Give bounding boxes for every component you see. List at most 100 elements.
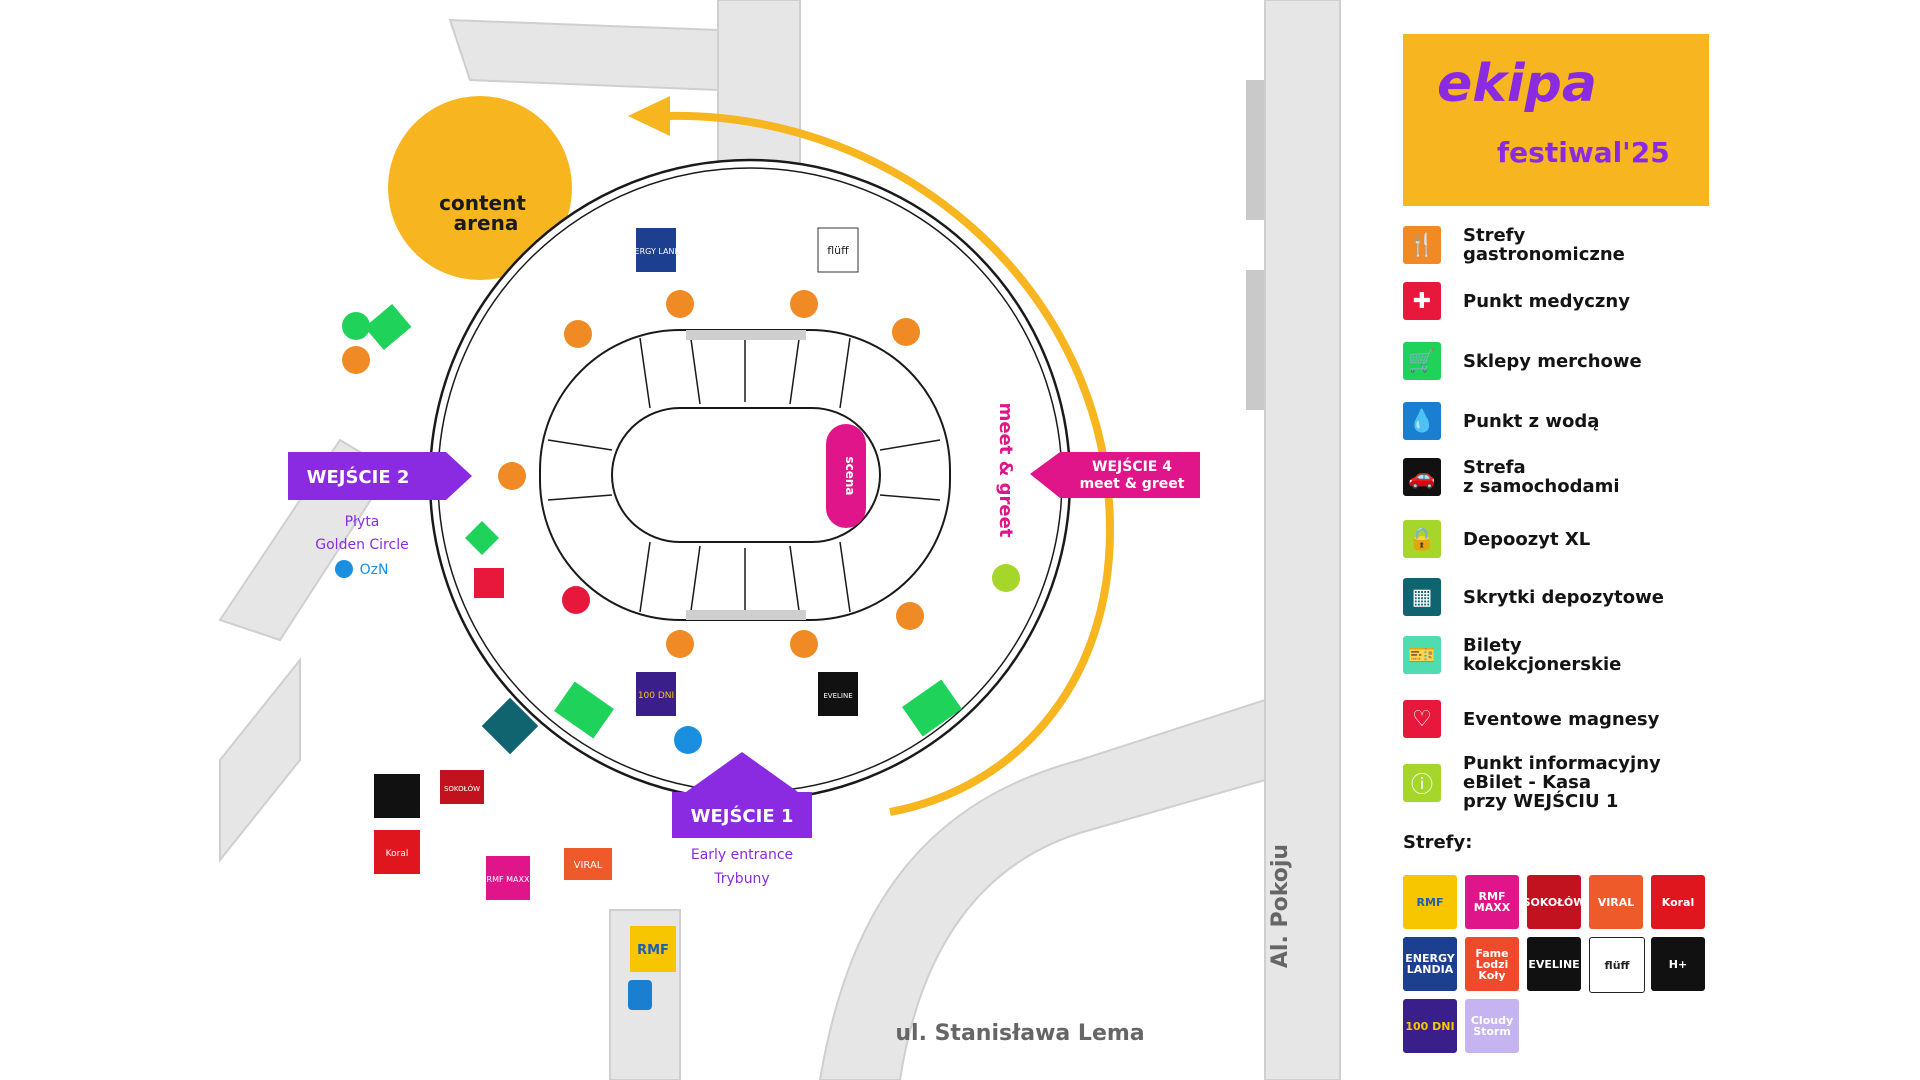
- stand-bar-bottom: [686, 610, 806, 620]
- eveline-zone[interactable]: [818, 672, 858, 716]
- gate-2-sub-plyta: Płyta: [345, 514, 380, 530]
- heart-icon: ♡: [1403, 700, 1441, 738]
- legend-item: ✚Punkt medyczny: [1403, 282, 1630, 320]
- brand-tile[interactable]: flüff: [1589, 937, 1645, 993]
- gate-4-label-2: meet & greet: [1080, 476, 1185, 492]
- rmfmaxx-zone-label: RMF MAXX: [487, 875, 530, 884]
- ekipa-festiwal-logo: ekipa festiwal'25: [1403, 34, 1709, 206]
- medical-marker[interactable]: [562, 586, 590, 614]
- gate-1-box: [672, 792, 812, 838]
- food-icon[interactable]: [896, 602, 924, 630]
- energylandia-zone[interactable]: [636, 228, 676, 272]
- koral-zone-label: Koral: [386, 849, 409, 859]
- gate-2-sign[interactable]: [288, 452, 472, 500]
- food-icon[interactable]: [790, 630, 818, 658]
- legend-label: Punkt z wodą: [1463, 410, 1600, 432]
- food-icon[interactable]: [790, 290, 818, 318]
- gate-2-sub-golden: Golden Circle: [315, 537, 408, 553]
- viral-zone-label: VIRAL: [574, 860, 603, 871]
- brand-tile[interactable]: SOKOŁÓW: [1523, 875, 1585, 929]
- ticket-marker[interactable]: [465, 521, 499, 555]
- meet-greet-label: meet & greet: [995, 403, 1016, 538]
- deposit-xl-marker[interactable]: [992, 564, 1020, 592]
- brand-tile[interactable]: RMF MAXX: [1465, 875, 1519, 929]
- parking-bay: [1246, 270, 1264, 410]
- legend-label: Bilety kolekcjonerskie: [1463, 635, 1622, 675]
- route-arrowhead: [628, 96, 670, 136]
- water-marker[interactable]: [628, 980, 652, 1010]
- food-icon[interactable]: [666, 630, 694, 658]
- car-zone[interactable]: [374, 774, 420, 818]
- brand-tile[interactable]: Koral: [1651, 875, 1705, 929]
- water-drop-icon: 💧: [1403, 402, 1441, 440]
- brand-tile[interactable]: VIRAL: [1589, 875, 1643, 929]
- brand-tile[interactable]: H+: [1651, 937, 1705, 991]
- legend-item: ♡Eventowe magnesy: [1403, 700, 1659, 738]
- legend-label: Strefa z samochodami: [1463, 457, 1620, 497]
- street-pokoju: Al. Pokoju: [1268, 844, 1293, 968]
- food-icon[interactable]: [498, 462, 526, 490]
- gate-2-label: WEJŚCIE 2: [307, 466, 410, 488]
- food-icon[interactable]: [564, 320, 592, 348]
- gate-1-label: WEJŚCIE 1: [691, 805, 794, 827]
- info-marker[interactable]: [674, 726, 702, 754]
- rmfmaxx-zone[interactable]: [486, 856, 530, 900]
- car-icon: 🚗: [1403, 458, 1441, 496]
- gate-2-sub-ozn: OzN: [360, 562, 389, 578]
- legend-label: Sklepy merchowe: [1463, 350, 1642, 372]
- merch-zone[interactable]: [364, 303, 412, 351]
- brand-tile[interactable]: EVELINE: [1527, 937, 1581, 991]
- brand-tile[interactable]: Fame Lodzi Koły: [1465, 937, 1519, 991]
- brand-tile[interactable]: 100 DNI: [1403, 999, 1457, 1053]
- rmf-zone[interactable]: [630, 926, 676, 972]
- sokolow-zone[interactable]: [440, 770, 484, 804]
- food-icon[interactable]: [666, 290, 694, 318]
- food-icon[interactable]: [342, 346, 370, 374]
- legend-label: Punkt informacyjny eBilet - Kasa przy WE…: [1463, 753, 1661, 812]
- gate-4-sign[interactable]: [1030, 452, 1200, 498]
- legend-label: Strefy gastronomiczne: [1463, 225, 1625, 265]
- parking-bay: [1246, 80, 1264, 220]
- food-icon[interactable]: [892, 318, 920, 346]
- merch-zone[interactable]: [902, 679, 962, 737]
- eveline-zone-label: EVELINE: [823, 692, 852, 700]
- viral-zone[interactable]: [564, 848, 612, 880]
- content-arena-label: content arena: [439, 191, 533, 235]
- legend-item: 🍴 Strefy gastronomiczne: [1403, 226, 1625, 264]
- legend-item: 🚗 Strefa z samochodami: [1403, 458, 1620, 496]
- gate-1-sub-early: Early entrance: [691, 847, 793, 863]
- street-lema: ul. Stanisława Lema: [895, 1021, 1144, 1046]
- magnet-marker[interactable]: [474, 568, 504, 598]
- 100dni-zone-label: 100 DNI: [638, 691, 674, 701]
- fluff-zone-label: flüff: [827, 244, 849, 257]
- brand-tile[interactable]: RMF: [1403, 875, 1457, 929]
- stage-label: scena: [843, 456, 857, 495]
- accessibility-icon: [335, 560, 353, 578]
- koral-zone[interactable]: [374, 830, 420, 874]
- 100dni-zone[interactable]: [636, 672, 676, 716]
- legend-item: ▦Skrytki depozytowe: [1403, 578, 1664, 616]
- legend-label: Skrytki depozytowe: [1463, 586, 1664, 608]
- brand-tile[interactable]: Cloudy Storm: [1465, 999, 1519, 1053]
- logo-line-1: ekipa: [1437, 54, 1597, 114]
- energylandia-zone-label: ENERGY LANDIA: [624, 247, 690, 256]
- legend-item: 🛒Sklepy merchowe: [1403, 342, 1642, 380]
- merch-zone[interactable]: [554, 681, 614, 739]
- fork-knife-icon: 🍴: [1403, 226, 1441, 264]
- arena-floor: [611, 407, 881, 543]
- gate-4-label-1: WEJŚCIE 4: [1092, 457, 1172, 475]
- parking-bays: [1246, 80, 1264, 410]
- brand-tile[interactable]: ENERGY LANDIA: [1403, 937, 1457, 991]
- content-arena-area: [388, 96, 572, 280]
- stage: [826, 424, 866, 528]
- logo-line-2: festiwal'25: [1497, 136, 1670, 169]
- gate-1-sub-trybuny: Trybuny: [713, 871, 769, 887]
- legend-item: 🔒Depoozyt XL: [1403, 520, 1590, 558]
- legend-label: Punkt medyczny: [1463, 290, 1630, 312]
- legend-item: 🎫Bilety kolekcjonerskie: [1403, 636, 1621, 674]
- fluff-zone[interactable]: [817, 227, 859, 273]
- merch-marker[interactable]: [342, 312, 370, 340]
- lock-shield-icon: 🔒: [1403, 520, 1441, 558]
- stand-sections: [547, 330, 941, 620]
